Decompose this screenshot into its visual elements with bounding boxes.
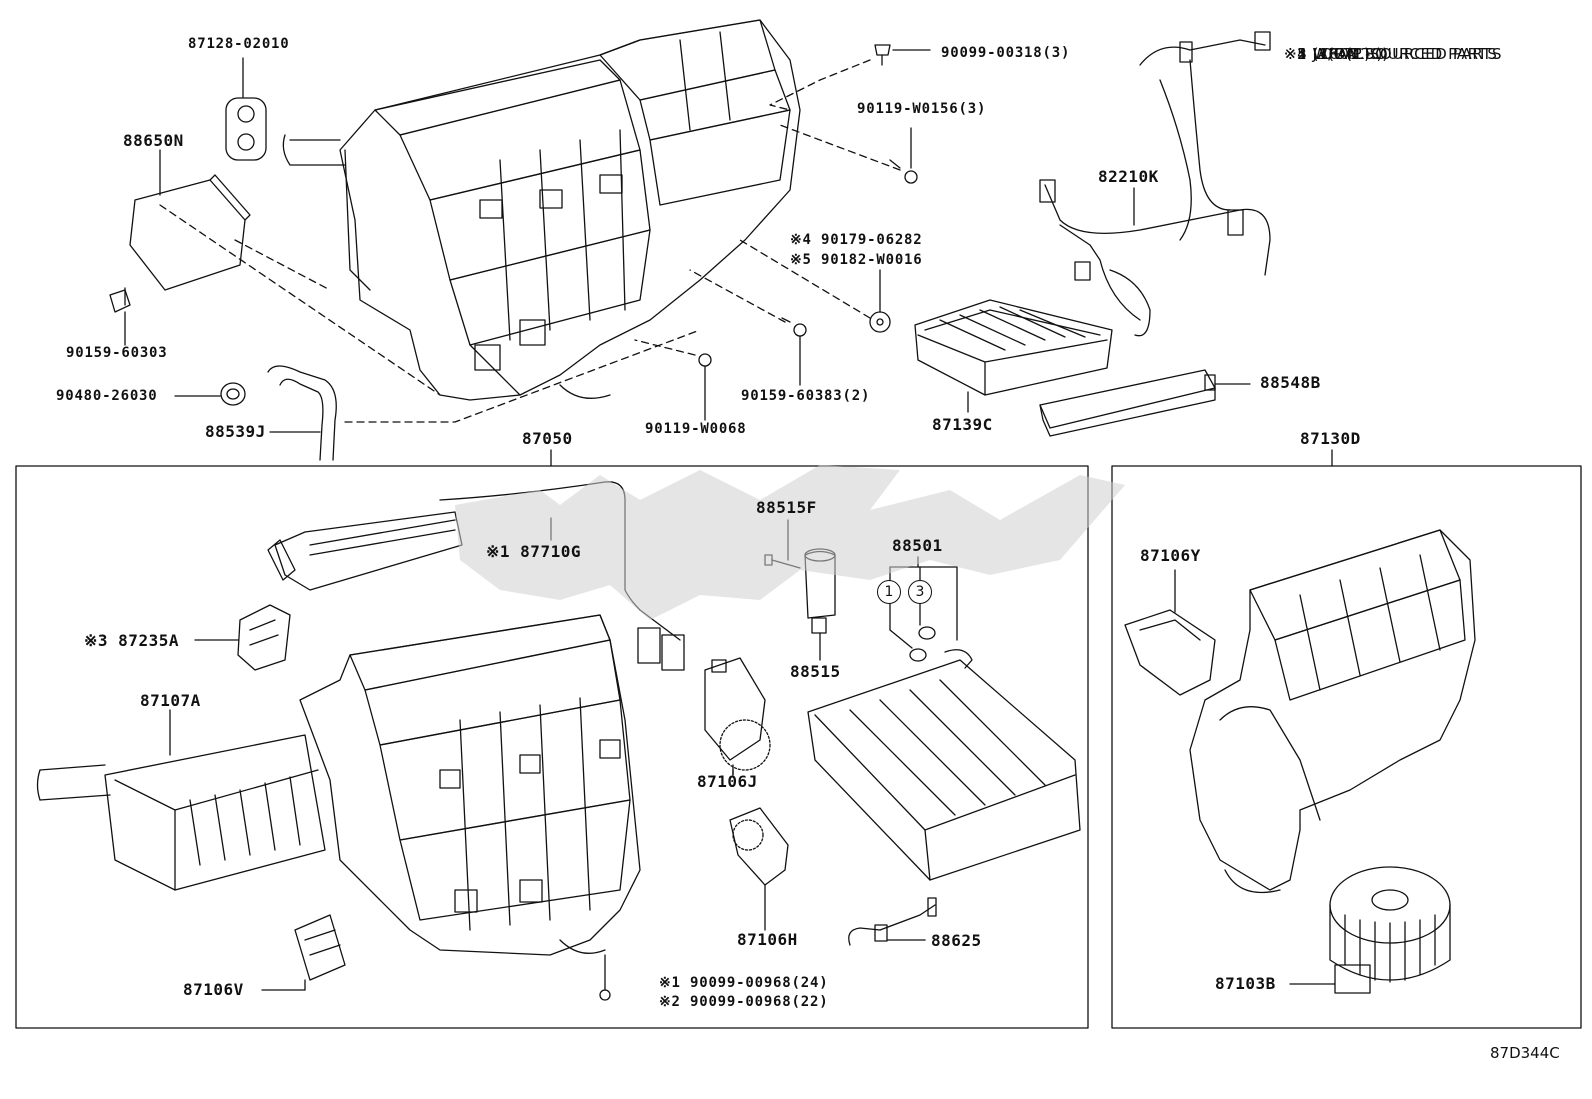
part-label-87106V[interactable]: 87106V [183,980,244,999]
part-label-90099-00318[interactable]: 90099-00318(3) [941,45,1071,61]
part-label-90099-00968-22[interactable]: ※2 90099-00968(22) [659,994,829,1010]
part-label-82210K[interactable]: 82210K [1098,167,1159,186]
group-box-87050 [15,465,1089,1029]
part-label-90179-06282[interactable]: ※4 90179-06282 [790,232,923,248]
screw-90159-60383-drawing [689,269,807,386]
part-label-87106J[interactable]: 87106J [697,772,758,791]
part-label-90182-W0016[interactable]: ※5 90182-W0016 [790,252,923,268]
actuator-87106V-drawing [261,914,346,991]
wire-harness-82210K-drawing [1039,31,1271,337]
part-label-87107A[interactable]: 87107A [140,691,201,710]
sensor-88625-drawing [848,897,937,946]
part-label-90119-W0156[interactable]: 90119-W0156(3) [857,101,987,117]
note-1: ※1 W(PTC) [1284,45,1371,63]
part-label-87128-02010[interactable]: 87128-02010 [188,36,290,52]
callout-1: 1 [877,580,901,604]
bracket-87235A-drawing [194,604,291,671]
hvac-unit-lower-drawing [299,614,641,1001]
part-label-87103B[interactable]: 87103B [1215,974,1276,993]
note-3: ※3 (1601 - ) [1284,45,1383,63]
note-2: ※2 W/O(PTC) [1284,45,1389,63]
actuator-87106H-drawing [729,807,789,931]
drain-hose-drawing [267,329,701,461]
part-label-88625[interactable]: 88625 [931,931,982,950]
part-label-88548B[interactable]: 88548B [1260,373,1321,392]
part-label-88501[interactable]: 88501 [892,536,943,555]
air-filter-87139C-drawing [914,299,1113,413]
part-label-88539J[interactable]: 88539J [205,422,266,441]
blower-unit-87130D-drawing [1189,529,1476,894]
grommet-drawing [225,57,267,161]
part-label-88650N[interactable]: 88650N [123,131,184,150]
part-label-90159-60303[interactable]: 90159-60303 [66,345,168,361]
part-label-90480-26030[interactable]: 90480-26030 [56,388,158,404]
blower-motor-87103B-drawing [1289,866,1451,994]
dashed-leader-88650N [159,204,441,396]
part-label-87106Y[interactable]: 87106Y [1140,546,1201,565]
o-ring-set-88501-drawing [889,556,958,662]
diagram-reference-code: 87D344C [1490,1044,1560,1062]
note-4: ※4 JAPAN SOURCED PARTS [1284,45,1498,63]
group-box-87130D [1111,465,1582,1029]
part-label-90119-W0068[interactable]: 90119-W0068 [645,421,747,437]
evaporator-drawing [807,649,1081,881]
hvac-unit-upper-drawing [282,19,801,401]
resistor-87106Y-drawing [1124,569,1216,696]
part-label-90099-00968-24[interactable]: ※1 90099-00968(24) [659,975,829,991]
part-label-87050[interactable]: 87050 [522,429,573,448]
actuator-87106J-drawing [704,657,771,776]
grommet-90480-drawing [174,382,246,406]
cover-88548B-drawing [1039,369,1251,437]
screw-90119-W0156-drawing [779,124,918,184]
part-label-87710G[interactable]: ※1 87710G [486,542,581,561]
screw-90119-W0068-drawing [634,339,712,421]
part-label-88515[interactable]: 88515 [790,662,841,681]
screw-90099-00318-drawing [769,44,931,111]
note-5: ※5 LOCAL SOURCED PARTS [1284,45,1503,63]
part-label-90159-60383[interactable]: 90159-60383(2) [741,388,871,404]
heater-core-87107A-drawing [36,709,326,891]
washer-90179-drawing [739,239,891,333]
part-label-87130D[interactable]: 87130D [1300,429,1361,448]
watermark-logo [455,465,1125,620]
amplifier-88650N-drawing [109,149,251,346]
part-label-87139C[interactable]: 87139C [932,415,993,434]
part-label-87106H[interactable]: 87106H [737,930,798,949]
callout-3: 3 [908,580,932,604]
part-label-88515F[interactable]: 88515F [756,498,817,517]
part-label-87235A[interactable]: ※3 87235A [84,631,179,650]
